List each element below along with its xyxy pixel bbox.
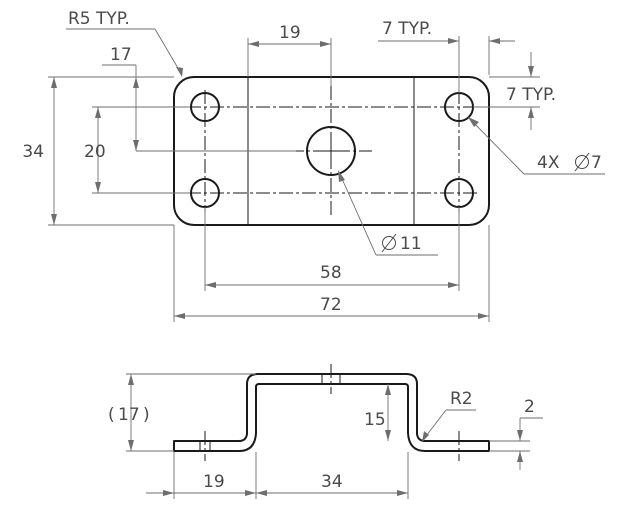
hole-spacing-v-label: 20	[84, 142, 106, 162]
dim-radius-note: R5 TYP.	[66, 9, 183, 77]
dim-channel-width: 34	[256, 452, 409, 499]
hole-to-edge-label: 17	[110, 45, 132, 65]
radius-note-label: R5 TYP.	[68, 9, 130, 29]
dim-overall-height: 34	[22, 76, 174, 226]
side-overall-height-label: 17	[118, 405, 140, 425]
dim-hole-to-edge: 17	[102, 45, 296, 152]
dim-small-holes: 4X 7	[468, 117, 605, 175]
dim-hole-spacing-h: 58	[204, 207, 460, 291]
dim-center-hole: 11	[338, 170, 438, 256]
dim-hole-spacing-v: 20	[84, 106, 190, 194]
channel-width-label: 34	[321, 472, 343, 492]
flat-width-label: 19	[279, 23, 301, 43]
dim-side-overall-height: ( 17 )	[108, 373, 256, 452]
dim-edge-offset-v: 7 TYP.	[473, 52, 556, 130]
hole-spacing-h-label: 58	[320, 263, 342, 283]
side-inner-height-label: 15	[364, 410, 386, 430]
edge-offset-h-label: 7 TYP.	[382, 19, 432, 39]
side-height-paren-open: (	[108, 405, 115, 425]
diameter-symbol-icon	[574, 152, 590, 172]
bend-radius-label: R2	[450, 389, 473, 409]
small-holes-dia-label: 7	[591, 153, 602, 173]
dim-overall-length: 72	[173, 225, 490, 322]
diameter-symbol-icon	[381, 233, 397, 253]
plan-view: R5 TYP. 19 7 TYP.	[22, 9, 605, 322]
overall-length-label: 72	[320, 295, 342, 315]
thickness-label: 2	[524, 397, 535, 417]
dim-flange-width: 19	[146, 452, 257, 499]
center-hole-dia-label: 11	[400, 234, 422, 254]
dim-flat-width: 19	[247, 23, 332, 86]
flange-width-label: 19	[203, 472, 225, 492]
edge-offset-v-label: 7 TYP.	[506, 85, 556, 105]
dim-thickness: 2	[489, 397, 543, 470]
bracket-profile	[173, 373, 490, 452]
side-centerlines	[199, 364, 460, 461]
side-height-paren-close: )	[143, 405, 150, 425]
dim-bend-radius: R2	[422, 389, 476, 442]
centerlines	[187, 86, 478, 216]
dim-edge-offset-h: 7 TYP.	[378, 19, 515, 93]
side-view: ( 17 ) 15 R2 2	[108, 364, 543, 499]
dim-side-inner-height: 15	[364, 384, 391, 441]
overall-height-label: 34	[22, 142, 44, 162]
small-holes-count-label: 4X	[537, 153, 560, 173]
